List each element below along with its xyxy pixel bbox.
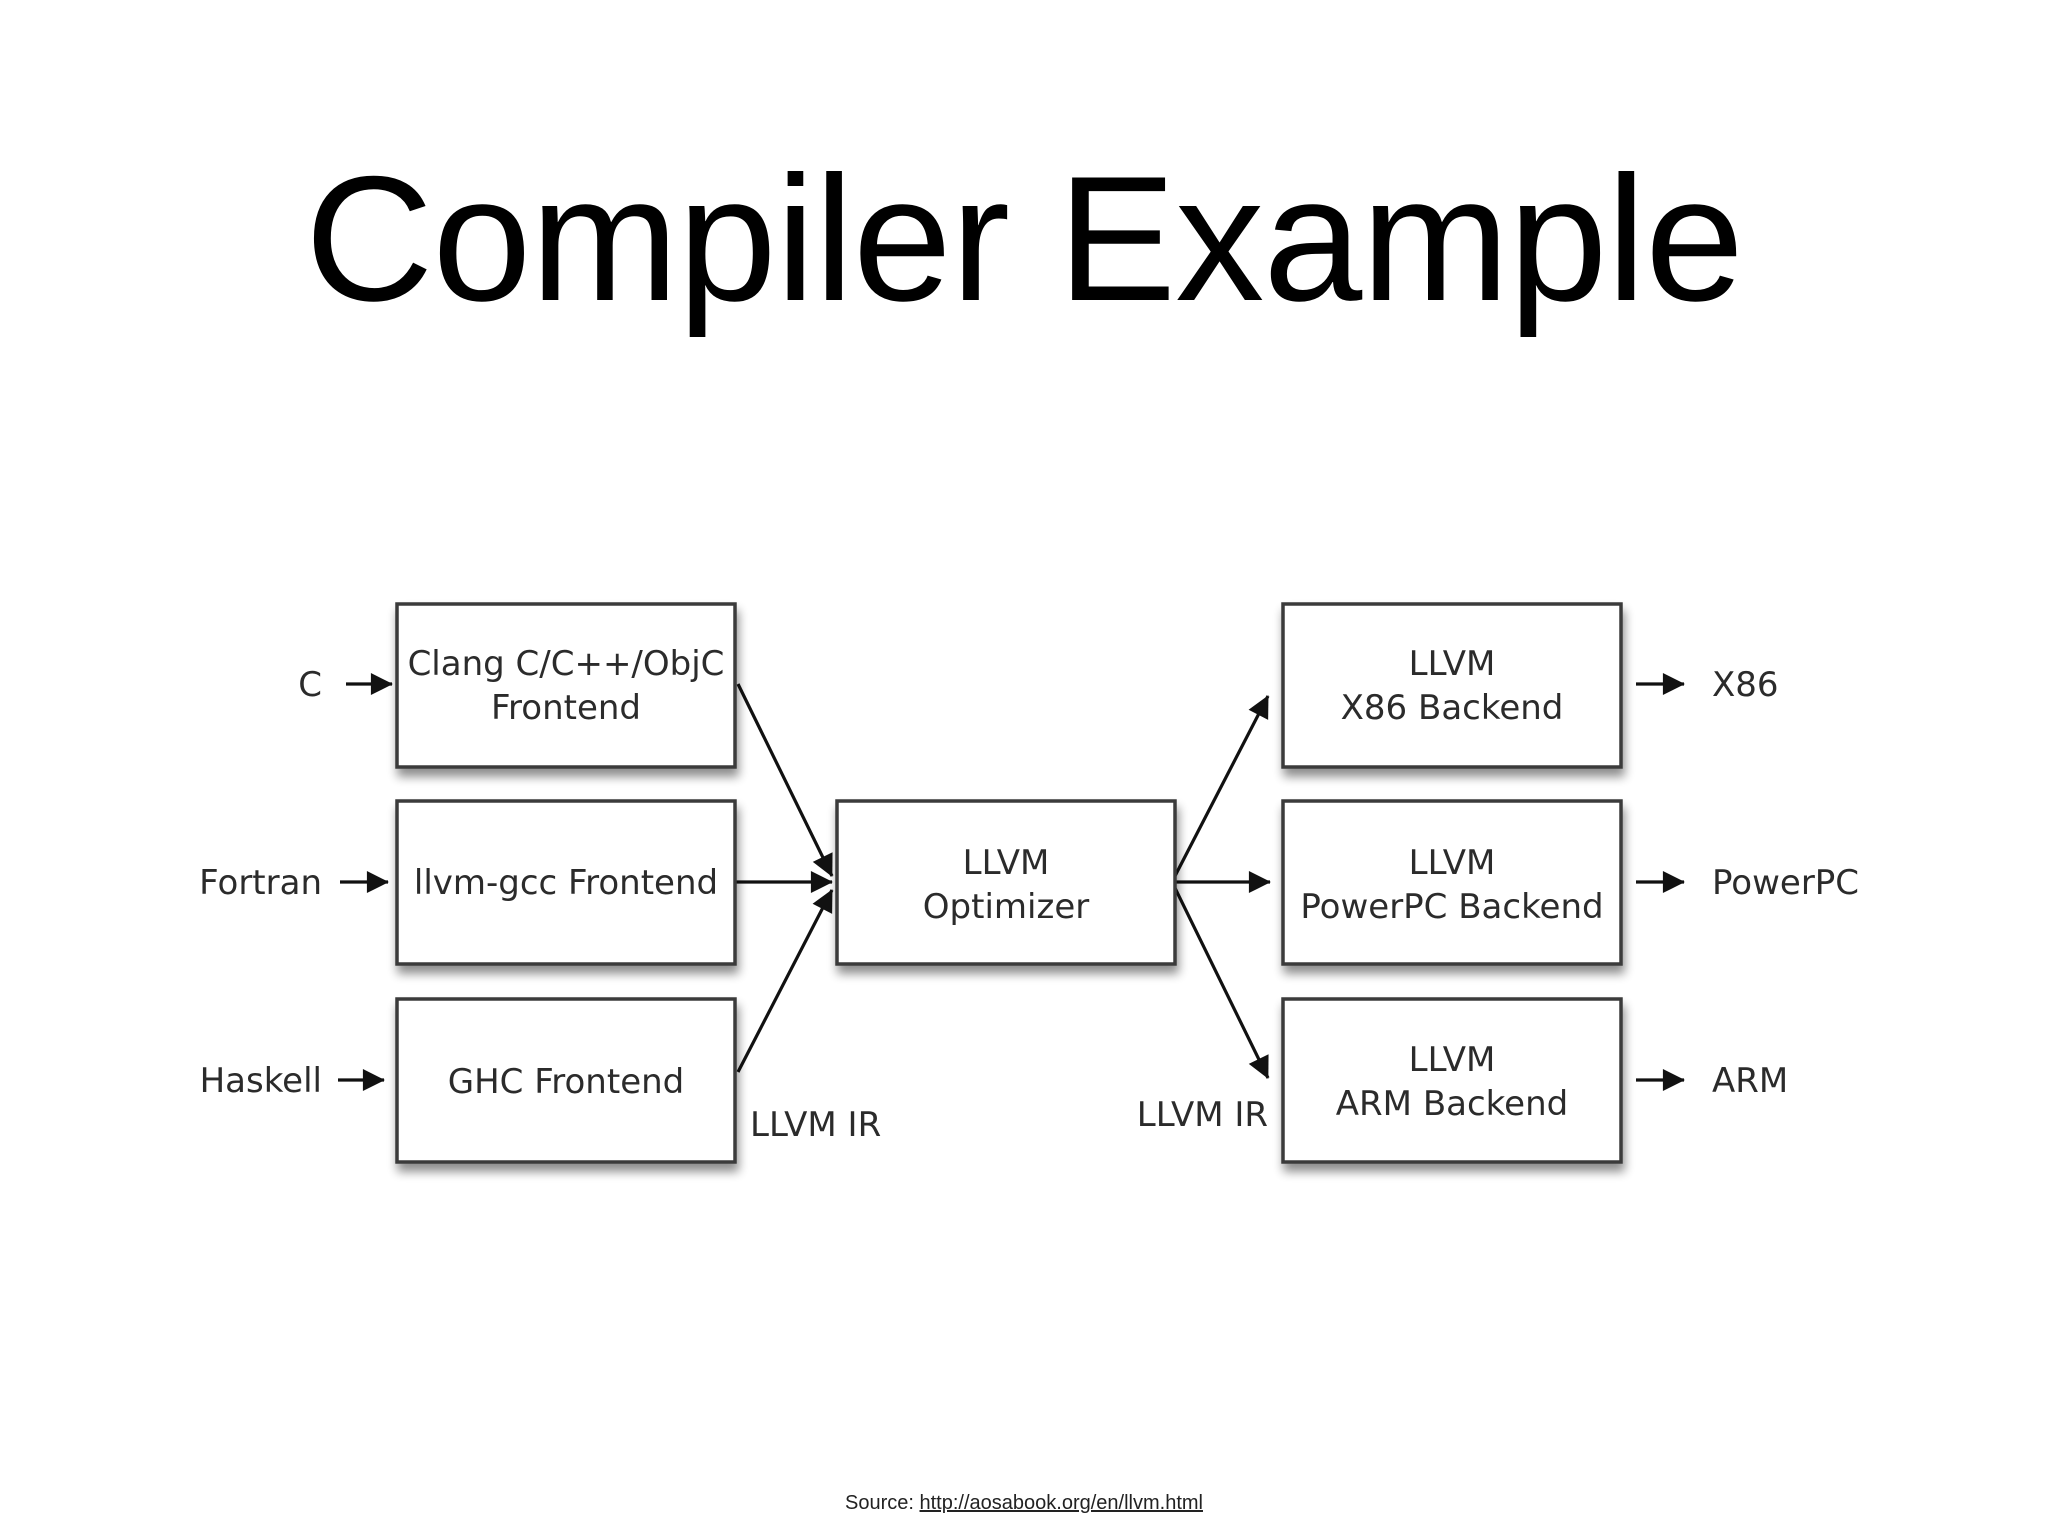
backend-x86-line-2: X86 Backend [1341,688,1564,728]
backend-powerpc-line-1: LLVM [1409,843,1496,883]
output-label-powerpc: PowerPC [1712,863,1859,903]
optimizer-box: LLVM Optimizer [835,799,1177,966]
edge-clang-to-optimizer [736,683,834,877]
output-label-x86: X86 [1712,665,1779,705]
backend-powerpc-line-2: PowerPC Backend [1300,887,1603,927]
input-label-c: C [298,665,322,705]
input-label-fortran: Fortran [199,863,322,903]
frontend-clang-line-1: Clang C/C++/ObjC [408,644,725,684]
input-label-haskell: Haskell [200,1061,322,1101]
source-citation: Source: http://aosabook.org/en/llvm.html [0,1492,2048,1515]
ir-label-right: LLVM IR [1137,1095,1268,1135]
backend-arm-line-1: LLVM [1409,1040,1496,1080]
frontend-llvmgcc-line-1: llvm-gcc Frontend [414,863,718,903]
backend-box-arm: LLVM ARM Backend [1281,997,1623,1164]
edge-optimizer-to-x86 [1173,695,1270,877]
backend-x86-line-1: LLVM [1409,644,1496,684]
backend-box-x86: LLVM X86 Backend [1281,602,1623,769]
frontend-box-clang: Clang C/C++/ObjC Frontend [395,602,737,769]
output-label-arm: ARM [1712,1061,1788,1101]
ir-label-left: LLVM IR [750,1105,881,1145]
edge-ghc-to-optimizer [736,889,834,1073]
frontend-ghc-line-1: GHC Frontend [448,1062,685,1102]
backend-box-powerpc: LLVM PowerPC Backend [1281,799,1623,966]
slide-title: Compiler Example [304,139,1744,338]
optimizer-line-1: LLVM [963,843,1050,883]
edge-optimizer-to-arm [1173,887,1270,1079]
optimizer-line-2: Optimizer [923,887,1089,927]
source-link[interactable]: http://aosabook.org/en/llvm.html [919,1492,1203,1514]
backend-arm-line-2: ARM Backend [1336,1084,1568,1124]
frontend-box-llvm-gcc: llvm-gcc Frontend [395,799,737,966]
source-prefix: Source: [845,1492,920,1514]
frontend-box-ghc: GHC Frontend [395,997,737,1164]
frontend-clang-line-2: Frontend [491,688,641,728]
